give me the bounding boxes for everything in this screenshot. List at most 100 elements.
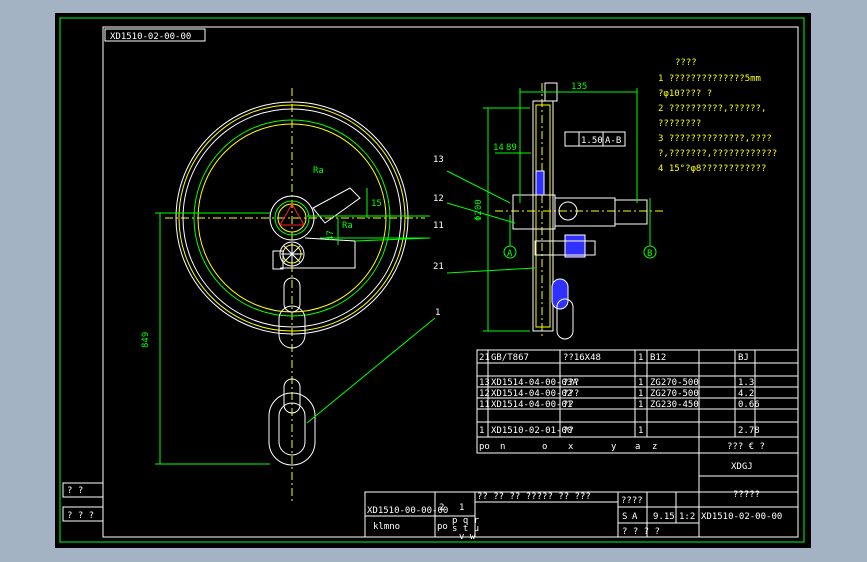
drawing-name: ?????	[733, 490, 760, 500]
vw-text: v w	[459, 532, 476, 542]
svg-text:XD1514-04-00-02: XD1514-04-00-02	[491, 389, 572, 399]
svg-text:?φ10???? ?: ?φ10???? ?	[658, 89, 712, 99]
bom-row-12: 12 XD1514-04-00-02 ??? 1 ZG270-500 4.2	[479, 389, 754, 399]
bom-table	[476, 349, 799, 454]
title-block	[364, 452, 799, 538]
svg-text:B12: B12	[650, 353, 666, 363]
num-1: 1	[459, 503, 464, 513]
pqr-text: p q r	[452, 516, 480, 526]
svg-text:??16X48: ??16X48	[563, 353, 601, 363]
svg-text:GB/T867: GB/T867	[491, 353, 529, 363]
svg-text:x: x	[568, 442, 574, 452]
svg-text:????????: ????????	[658, 119, 701, 129]
datum-a: A	[507, 249, 513, 259]
side-box-1	[62, 482, 104, 498]
svg-text:z: z	[652, 442, 657, 452]
stage-label: ????	[621, 496, 643, 506]
svg-text:3 ??????????????,????: 3 ??????????????,????	[658, 134, 772, 144]
callout-21: 21	[433, 262, 444, 272]
dim-849: 849	[141, 332, 151, 348]
svg-text:po: po	[479, 442, 490, 452]
svg-text:ZG270-500: ZG270-500	[650, 378, 699, 388]
handwheel-side-view	[495, 82, 665, 340]
sign-row: ?? ?? ?? ????? ?? ???	[477, 492, 591, 502]
svg-text:1: 1	[638, 400, 643, 410]
svg-text:BJ: BJ	[738, 353, 749, 363]
notes-title: ????	[675, 58, 697, 68]
cad-drawing: XD1510-02-00-00 ? ? ? ? ? 849	[59, 17, 805, 543]
callout-13: 13	[433, 155, 444, 165]
bom-row-21: 21 GB/T867 ??16X48 1 B12 BJ	[479, 353, 749, 363]
svg-text:??? € ?: ??? € ?	[727, 442, 765, 452]
scale: 1:2	[679, 512, 695, 522]
dim-135: 135	[571, 82, 587, 92]
svg-text:o: o	[542, 442, 547, 452]
leader-1	[306, 317, 436, 424]
callout-1: 1	[435, 308, 440, 318]
tolerance-value: 1.50	[581, 136, 603, 146]
dim-89: 89	[506, 143, 517, 153]
dim-14: 14	[493, 143, 504, 153]
num-2: 2	[439, 503, 444, 513]
tolerance-ref: A-B	[605, 136, 621, 146]
side-box-1-text: ? ?	[67, 486, 83, 496]
handwheel-front-view	[175, 101, 409, 466]
top-number-box	[104, 28, 206, 42]
drawing-number: XD1510-02-00-00	[701, 512, 782, 522]
side-box-2-text: ? ? ?	[67, 511, 94, 521]
svg-text:???: ???	[563, 378, 579, 388]
svg-text:XD1510-02-01-00: XD1510-02-01-00	[491, 426, 572, 436]
weight: 9.15	[653, 512, 675, 522]
svg-text:1: 1	[479, 426, 484, 436]
stage-mark: A	[632, 512, 638, 522]
callout-11: 11	[433, 221, 444, 231]
sheet-info: ? ? ? ?	[622, 527, 660, 537]
svg-text:1: 1	[638, 389, 643, 399]
callout-12: 12	[433, 194, 444, 204]
outer-frame	[59, 17, 805, 543]
svg-text:11: 11	[479, 400, 490, 410]
side-box-2	[62, 506, 104, 522]
po-text: po	[437, 522, 448, 532]
svg-text:0.66: 0.66	[738, 400, 760, 410]
bom-row-13: 13 XD1514-04-00-03A ??? 1 ZG270-500 1.3	[479, 378, 754, 388]
bom-header: po n o x y a z ??? € ?	[479, 442, 765, 452]
svg-text:12: 12	[479, 389, 490, 399]
svg-text:13: 13	[479, 378, 490, 388]
svg-text:XD1514-04-00-01: XD1514-04-00-01	[491, 400, 572, 410]
drawing-canvas: XD1510-02-00-00 ? ? ? ? ? 849	[55, 13, 811, 548]
svg-text:n: n	[500, 442, 505, 452]
code-left: XD1510-00-00-00	[367, 506, 448, 516]
bom-row-11: 11 XD1514-04-00-01 ?? 1 ZG230-450 0.66	[479, 400, 760, 410]
technical-notes: ???? 1 ??????????????5mm ?φ10???? ? 2 ??…	[658, 58, 777, 174]
ra-mark-2: Ra	[342, 221, 353, 231]
svg-text:XD1514-04-00-03A: XD1514-04-00-03A	[491, 378, 578, 388]
datum-a-circle	[503, 245, 517, 259]
ra-mark-1: Ra	[313, 166, 324, 176]
svg-text:1.3: 1.3	[738, 378, 754, 388]
svg-text:y: y	[611, 442, 617, 452]
svg-text:?,???????,????????????: ?,???????,????????????	[658, 149, 777, 159]
bom-row-1: 1 XD1510-02-01-00 ?? 1 2.78	[479, 426, 760, 436]
svg-text:1: 1	[638, 378, 643, 388]
svg-text:??: ??	[563, 400, 574, 410]
svg-text:1: 1	[638, 353, 643, 363]
stu-text: s t u	[452, 524, 479, 534]
company-name: XDGJ	[731, 462, 753, 472]
svg-text:??: ??	[563, 426, 574, 436]
svg-text:???: ???	[563, 389, 579, 399]
top-drawing-number: XD1510-02-00-00	[110, 32, 191, 42]
dim-47: 47	[326, 230, 336, 241]
svg-text:ZG270-500: ZG270-500	[650, 389, 699, 399]
svg-text:4.2: 4.2	[738, 389, 754, 399]
svg-text:1 ??????????????5mm: 1 ??????????????5mm	[658, 74, 761, 84]
svg-text:4 15°?φ8????????????: 4 15°?φ8????????????	[658, 164, 766, 174]
svg-text:2.78: 2.78	[738, 426, 760, 436]
svg-text:21: 21	[479, 353, 490, 363]
scale-mark: S	[622, 512, 627, 522]
datum-b: B	[647, 249, 652, 259]
svg-text:2 ??????????,??????,: 2 ??????????,??????,	[658, 104, 766, 114]
svg-text:1: 1	[638, 426, 643, 436]
bottom-text: klmno	[373, 522, 400, 532]
datum-b-circle	[643, 245, 657, 259]
